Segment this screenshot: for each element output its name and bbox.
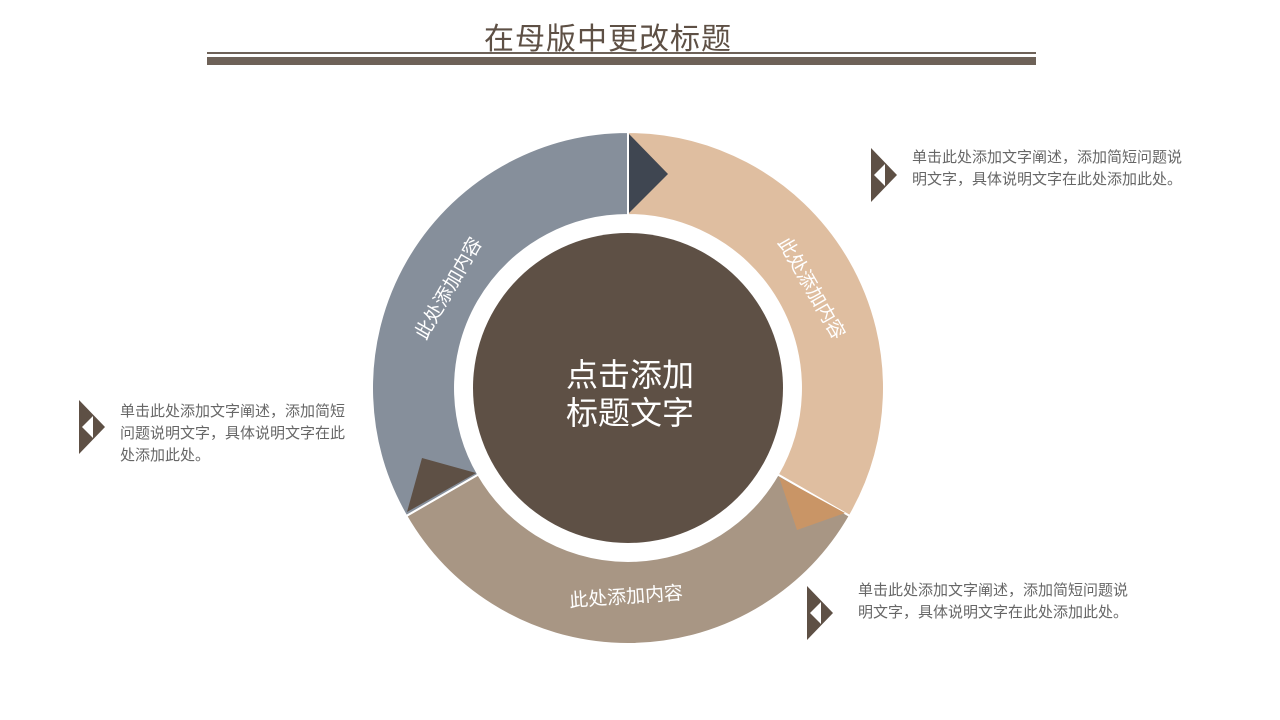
description-top-right[interactable]: 单击此处添加文字阐述，添加简短问题说明文字，具体说明文字在此处添加此处。 — [912, 148, 1183, 188]
arrow-lower-left — [407, 458, 476, 512]
segment-right[interactable] — [627, 130, 885, 518]
segment-left[interactable] — [371, 130, 629, 518]
title-divider-thin — [207, 52, 1036, 54]
description-bottom-right[interactable]: 单击此处添加文字阐述，添加简短问题说明文字，具体说明文字在此处添加此处。 — [858, 581, 1129, 621]
arrow-lower-right — [779, 477, 845, 530]
slide-title[interactable]: 在母版中更改标题 — [484, 22, 732, 57]
center-title-line2: 标题文字 — [566, 394, 694, 432]
segment-bottom[interactable] — [404, 473, 852, 645]
center-title-line1: 点击添加 — [566, 356, 694, 394]
center-circle[interactable] — [473, 233, 783, 543]
title-divider-thick — [207, 57, 1036, 65]
bullet-icon — [807, 586, 833, 640]
bullet-icon — [79, 400, 105, 454]
bullet-icon — [871, 148, 897, 202]
description-left[interactable]: 单击此处添加文字阐述，添加简短问题说明文字，具体说明文字在此处添加此处。 — [120, 402, 346, 464]
arrow-top — [629, 134, 668, 213]
